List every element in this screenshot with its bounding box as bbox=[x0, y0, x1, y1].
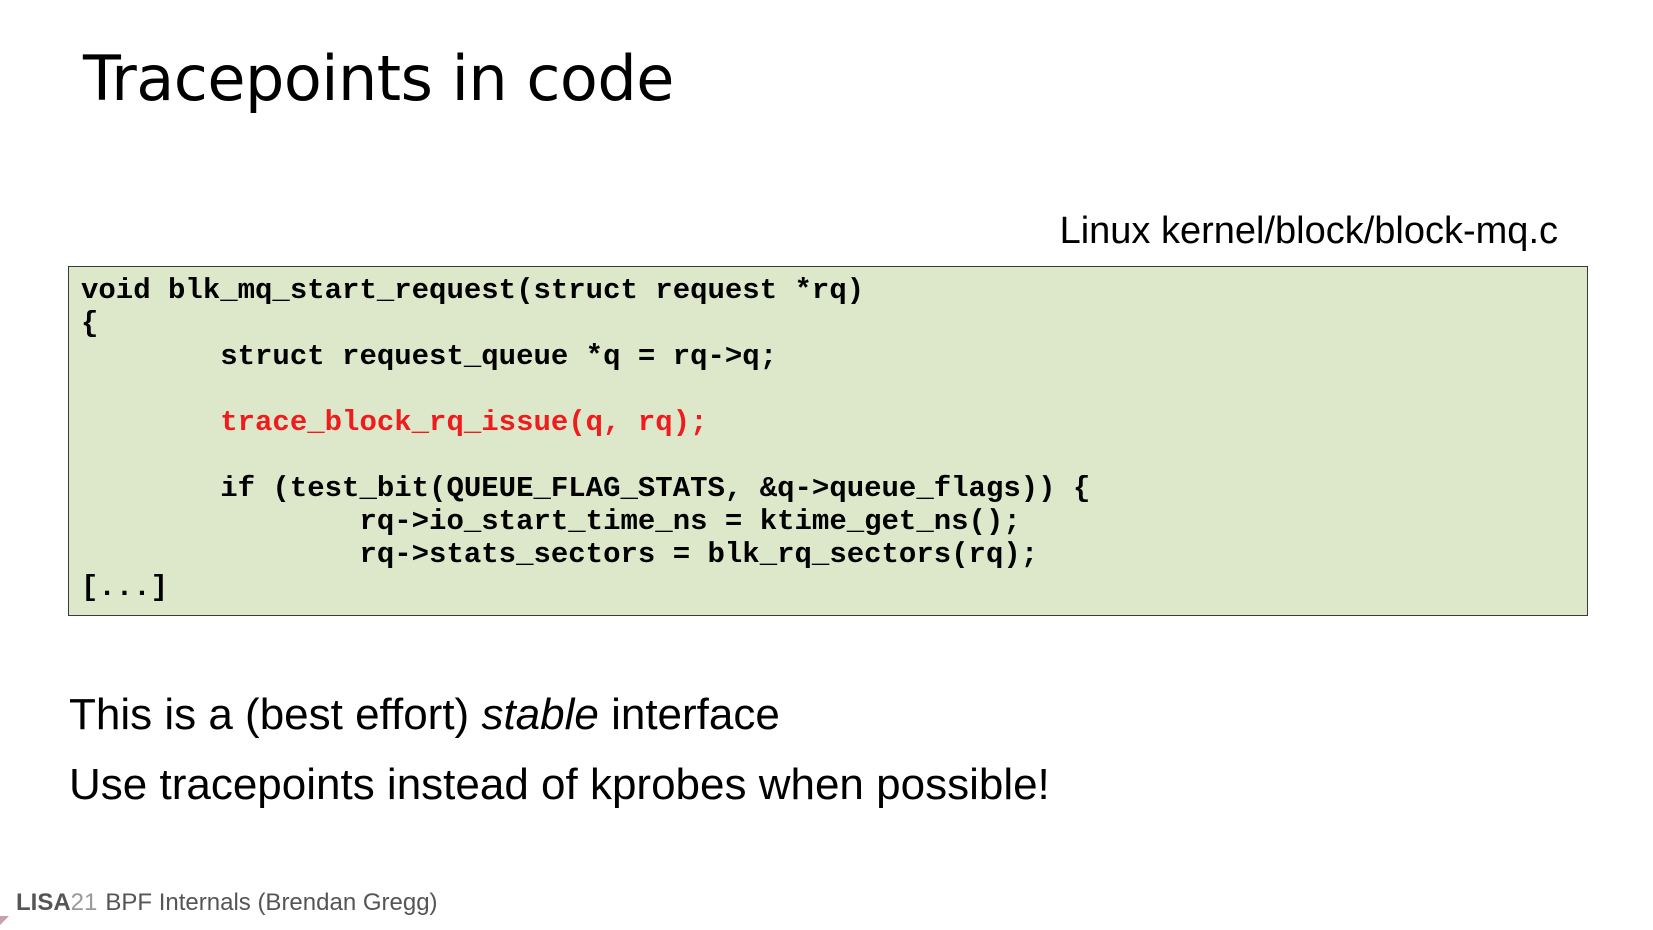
slide-bullets: This is a (best effort) stable interface… bbox=[69, 680, 1050, 820]
slide-title: Tracepoints in code bbox=[83, 42, 674, 115]
code-line: rq->io_start_time_ns = ktime_get_ns(); bbox=[81, 505, 1021, 538]
corner-mark-icon bbox=[0, 916, 9, 925]
code-line: rq->stats_sectors = blk_rq_sectors(rq); bbox=[81, 538, 1039, 571]
code-line-ellipsis: [...] bbox=[81, 571, 169, 604]
code-line-blank bbox=[81, 439, 1575, 472]
bullet-stable-interface: This is a (best effort) stable interface bbox=[69, 680, 1050, 750]
code-line: struct request_queue *q = rq->q; bbox=[81, 340, 778, 373]
code-line-tracepoint-highlight: trace_block_rq_issue(q, rq); bbox=[81, 406, 708, 439]
bullet-text: interface bbox=[598, 690, 780, 739]
bullet-use-tracepoints: Use tracepoints instead of kprobes when … bbox=[69, 760, 1050, 809]
bullet-text: This is a (best effort) bbox=[69, 690, 482, 739]
code-line: if (test_bit(QUEUE_FLAG_STATS, &q->queue… bbox=[81, 472, 1091, 505]
bullet-emphasis-stable: stable bbox=[481, 690, 599, 739]
code-line: void blk_mq_start_request(struct request… bbox=[81, 274, 865, 307]
code-line: { bbox=[81, 307, 99, 340]
lisa-logo-year: 21 bbox=[70, 889, 98, 916]
footer-text: BPF Internals (Brendan Gregg) bbox=[105, 889, 438, 916]
code-line-blank bbox=[81, 373, 1575, 406]
source-file-caption: Linux kernel/block/block-mq.c bbox=[1059, 210, 1558, 252]
footer: LISA21 BPF Internals (Brendan Gregg) bbox=[16, 888, 438, 918]
lisa-logo: LISA bbox=[16, 889, 71, 916]
code-block: void blk_mq_start_request(struct request… bbox=[68, 266, 1588, 616]
